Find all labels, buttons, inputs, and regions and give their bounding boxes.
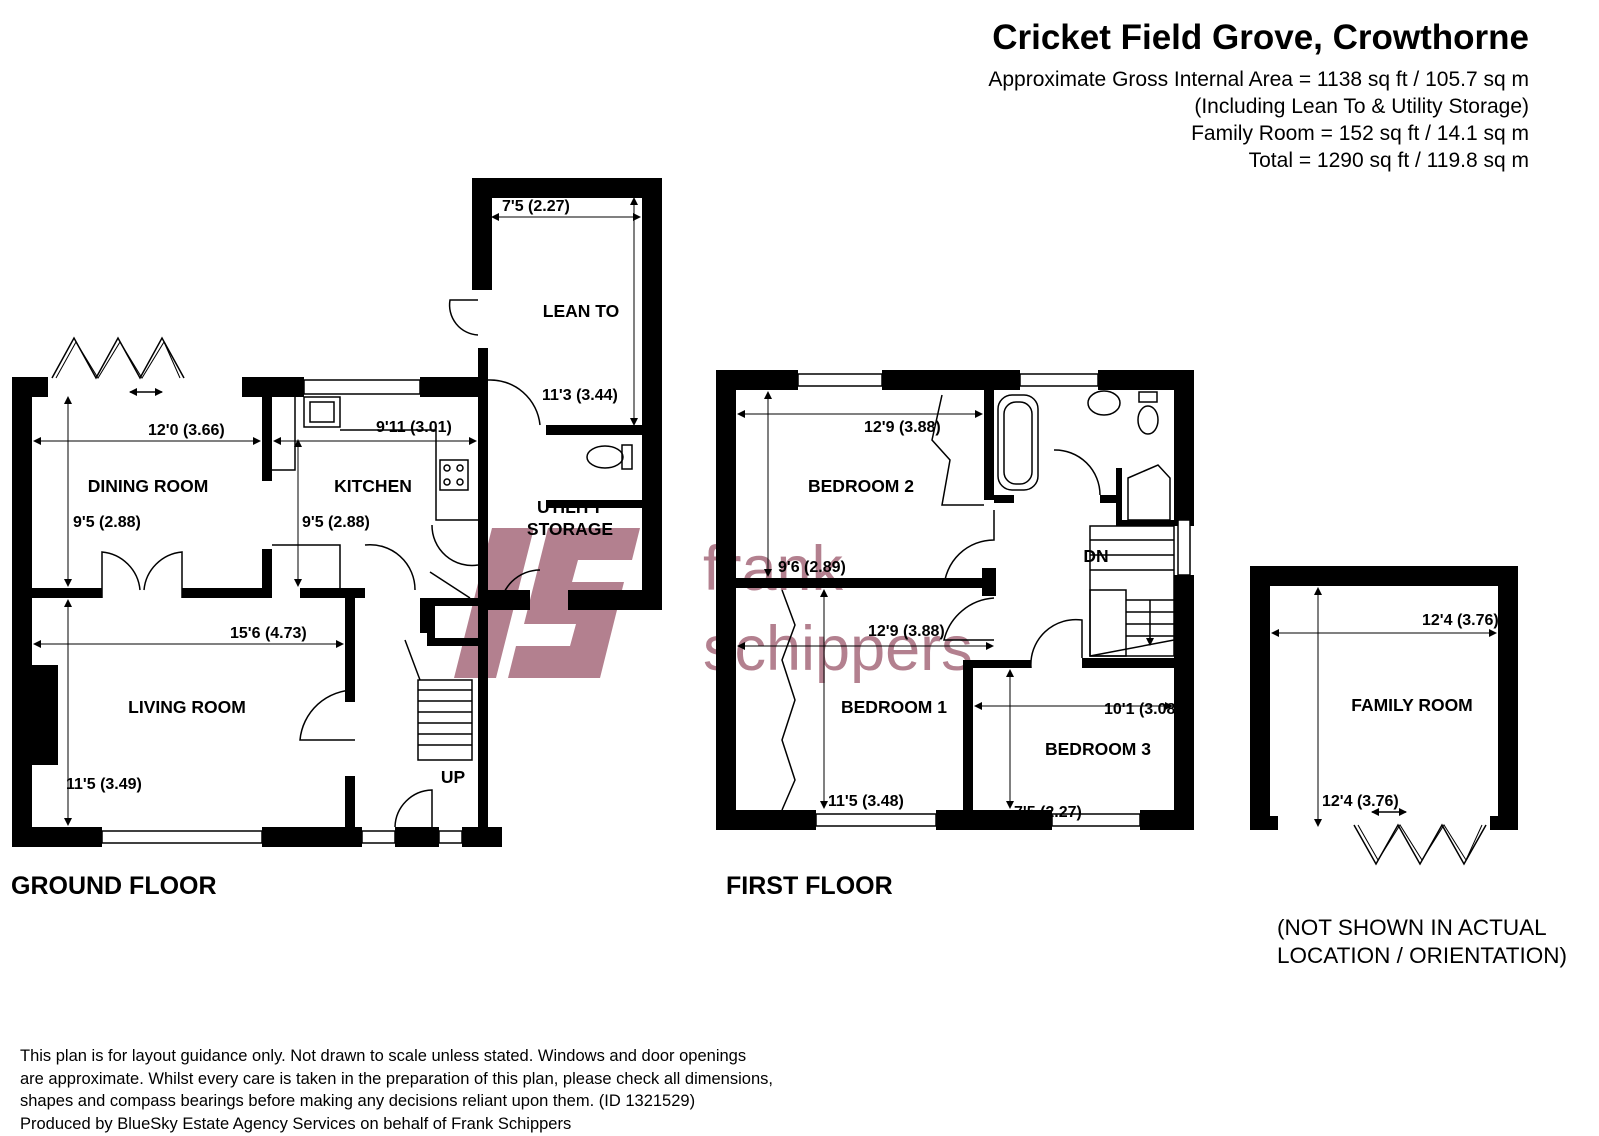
dining-bifold-door [51,336,185,380]
ground-floor-doors [101,299,541,828]
dining-width-label: 12'0 (3.66) [148,422,225,439]
watermark-logo [454,528,640,678]
family-room-area-line: Family Room = 152 sq ft / 14.1 sq m [1191,122,1529,145]
bedroom-3-length-label: 7'5 (2.27) [1014,804,1082,821]
kitchen-width-label: 9'11 (3.01) [376,419,452,436]
first-floor-doors [781,390,1171,811]
bedroom-2-label: BEDROOM 2 [808,476,914,496]
dining-length-label: 9'5 (2.88) [73,514,141,531]
kitchen-label: KITCHEN [334,476,412,496]
ground-floor-walls [12,178,662,847]
storage-label: STORAGE [527,519,613,539]
stairs-up-label: UP [441,767,466,787]
total-area-line: Total = 1290 sq ft / 119.8 sq m [1248,149,1529,172]
family-room-walls [1250,566,1518,830]
utility-label: UTILITY [537,497,603,517]
family-width-label: 12'4 (3.76) [1422,612,1499,629]
dining-room-label: DINING ROOM [88,476,209,496]
disclaimer-line-1: This plan is for layout guidance only. N… [20,1047,747,1065]
disclaimer: This plan is for layout guidance only. N… [20,1045,773,1135]
bedroom-1-width-label: 12'9 (3.88) [868,623,945,640]
note-line-1: (NOT SHOWN IN ACTUAL [1277,915,1547,940]
disclaimer-line-2: are approximate. Whilst every care is ta… [20,1069,773,1088]
family-length-label: 12'4 (3.76) [1322,793,1399,810]
bedroom-2-width-label: 12'9 (3.88) [864,419,941,436]
kitchen-length-label: 9'5 (2.88) [302,514,370,531]
first-floor-stairs [1089,525,1175,657]
bedroom-1-label: BEDROOM 1 [841,697,947,717]
including-line: (Including Lean To & Utility Storage) [1194,95,1529,118]
living-length-label: 11'5 (3.49) [66,776,142,793]
first-floor-windows [797,373,1191,827]
bedroom-3-label: BEDROOM 3 [1045,739,1151,759]
lean-to-label: LEAN TO [543,301,620,321]
disclaimer-line-4: Produced by BlueSky Estate Agency Servic… [20,1114,572,1133]
first-floor-walls [716,370,1194,830]
living-room-label: LIVING ROOM [128,697,246,717]
bedroom-1-length-label: 11'5 (3.48) [828,793,904,810]
lean-to-width-label: 7'5 (2.27) [502,198,570,215]
ground-stairs [417,679,473,761]
ground-floor-windows [101,379,463,844]
dimension-lines [33,197,1497,827]
lean-to-length-label: 11'3 (3.44) [542,387,618,404]
ground-floor-title: GROUND FLOOR [11,872,217,900]
bedroom-3-width-label: 10'1 (3.08) [1104,701,1181,718]
family-bifold-door [1353,823,1487,866]
disclaimer-line-3: shapes and compass bearings before makin… [20,1092,696,1110]
stairs-down-label: DN [1083,546,1108,566]
gross-area-line: Approximate Gross Internal Area = 1138 s… [988,68,1529,91]
living-width-label: 15'6 (4.73) [230,625,307,642]
area-summary: Approximate Gross Internal Area = 1138 s… [988,66,1529,174]
note-line-2: LOCATION / ORIENTATION) [1277,943,1568,968]
family-room-label: FAMILY ROOM [1351,695,1473,715]
plan-title: Cricket Field Grove, Crowthorne [992,18,1529,57]
bedroom-2-length-label: 9'6 (2.89) [778,559,846,576]
family-room-location-note: (NOT SHOWN IN ACTUAL LOCATION / ORIENTAT… [1277,914,1567,970]
first-floor-title: FIRST FLOOR [726,872,893,900]
watermark: frank schippers [454,528,973,684]
